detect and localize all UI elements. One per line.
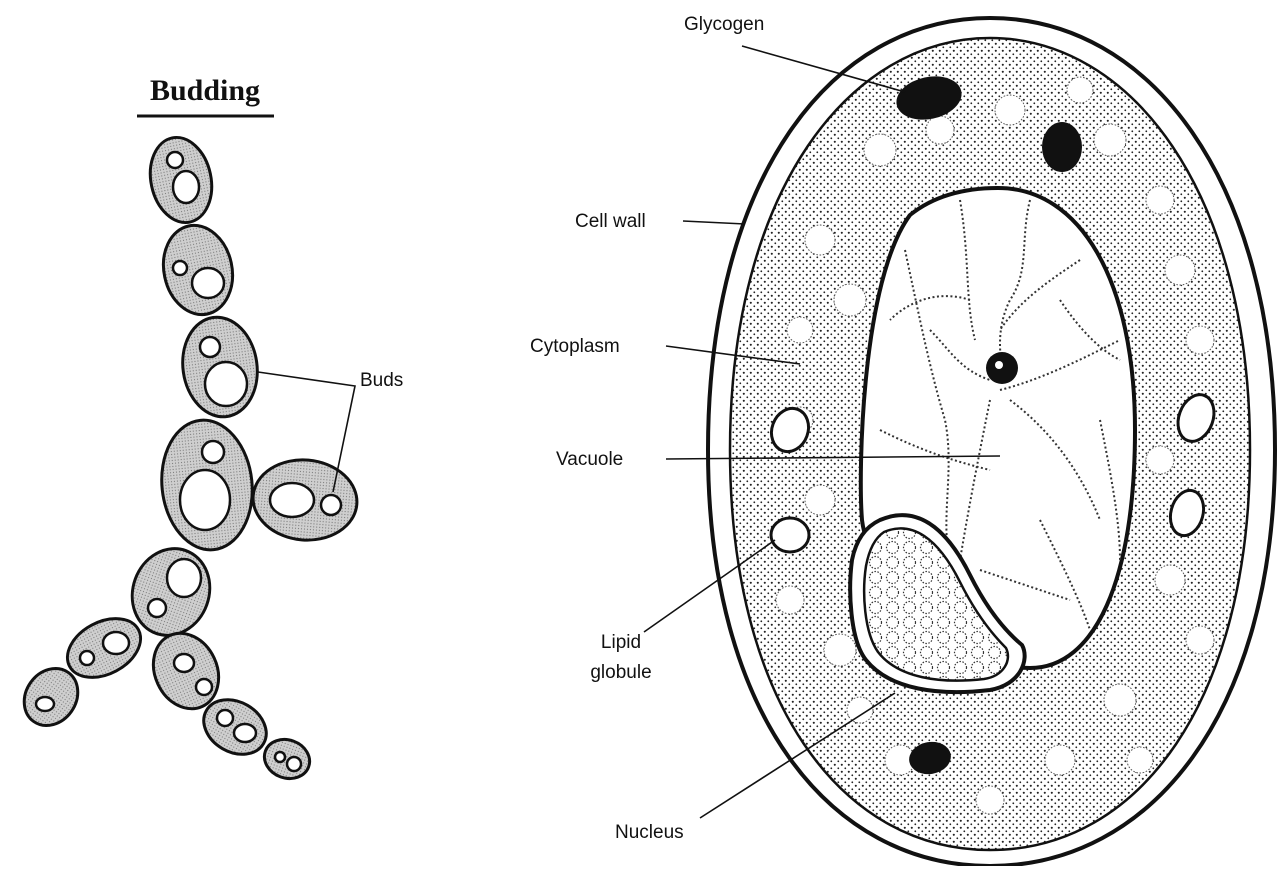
- label-nucleus: Nucleus: [615, 822, 684, 843]
- label-lipid-line2: globule: [590, 662, 651, 683]
- label-cytoplasm: Cytoplasm: [530, 336, 620, 357]
- label-vacuole: Vacuole: [556, 449, 623, 470]
- budding-chain: [13, 132, 360, 785]
- budding-title: Budding: [150, 74, 260, 107]
- buds-label: Buds: [360, 370, 403, 391]
- label-cell-wall: Cell wall: [575, 211, 646, 232]
- label-glycogen: Glycogen: [684, 14, 764, 35]
- vacuole-granule: [986, 352, 1018, 384]
- label-lipid-line1: Lipid: [601, 632, 641, 653]
- yeast-cell: [259, 733, 315, 784]
- yeast-cell-section: Glycogen Cell wall Cytoplasm Vacuole Lip…: [530, 14, 1275, 866]
- budding-section: Budding: [13, 74, 403, 785]
